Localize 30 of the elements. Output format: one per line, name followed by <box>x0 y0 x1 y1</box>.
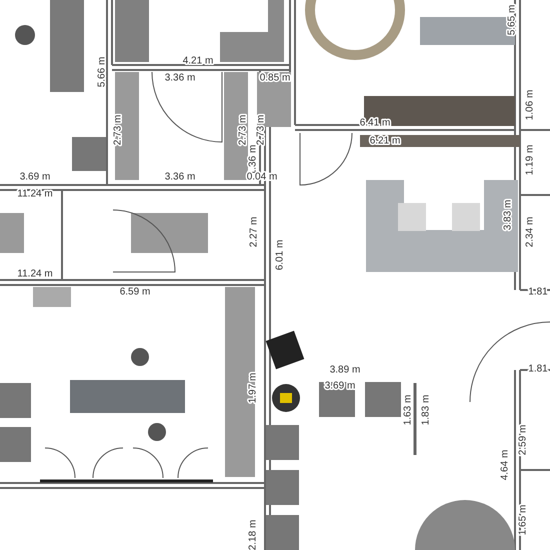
dimension-label: 6.01 m <box>274 240 286 270</box>
dimension-label: 1.19 m <box>524 144 536 176</box>
dimension-label: 2.34 m <box>524 216 536 248</box>
dimension-label: 5.66 m <box>96 56 108 88</box>
dimension-label: 6.41 m <box>360 118 390 129</box>
dimension-label: 1.97 m <box>248 372 259 404</box>
dimension-label: 2.59 m <box>518 424 529 456</box>
dimension-label: 1.83 m <box>420 394 432 426</box>
dimension-label: 2.73 m <box>112 114 124 146</box>
dimension-label: 1.65 m <box>518 504 529 536</box>
dimension-label: 1.63 m <box>402 394 414 426</box>
dimension-label: 6.59 m <box>120 286 150 298</box>
dimension-label: 2.73 m <box>238 114 249 146</box>
dimension-label: 1.06 m <box>524 90 536 120</box>
dimension-label: 3.69 m <box>20 172 50 183</box>
dimension-label: 3.36 m <box>164 72 196 84</box>
dimension-label: 3.83 m <box>502 200 514 230</box>
dimension-label: 4.21 m <box>182 56 214 67</box>
dimension-label: 3.89 m <box>330 364 360 376</box>
dimension-label: 11.24 m <box>17 188 53 200</box>
dimension-label: 5.65 m <box>506 4 518 36</box>
dimension-label: 3.36 m <box>164 172 196 183</box>
dimension-label: 11.24 m <box>17 268 53 280</box>
dimension-label: 2.18 m <box>248 520 259 550</box>
dimension-label: 2.27 m <box>248 216 260 248</box>
dimension-label: 3.69 m <box>324 380 356 392</box>
dimension-label: 6.21 m <box>370 136 400 147</box>
dimension-label: 0.85 m <box>260 72 290 84</box>
dimension-label: 4.64 m <box>500 450 511 480</box>
dimension-label: 2.73 m <box>256 114 267 146</box>
